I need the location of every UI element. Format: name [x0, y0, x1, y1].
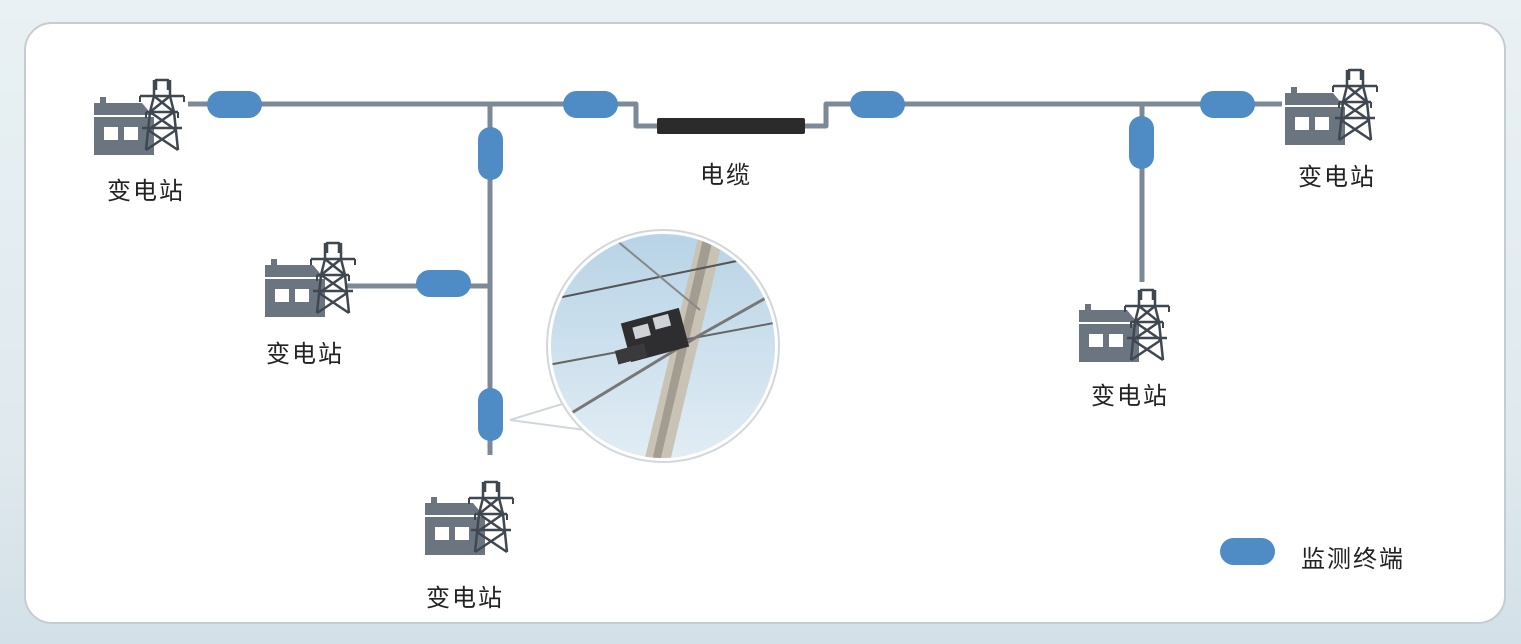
monitoring-terminal-icon: [478, 127, 503, 180]
substation-icon: [425, 480, 515, 555]
power-tower-icon: [467, 480, 515, 554]
monitoring-terminal-icon: [416, 270, 471, 297]
monitoring-terminal-icon: [850, 91, 905, 118]
monitoring-terminal-icon: [1200, 91, 1255, 118]
legend-label: 监测终端: [1301, 545, 1405, 573]
monitoring-terminal-icon: [207, 91, 262, 118]
substation-icon: [1079, 288, 1171, 362]
line-right-main: [805, 101, 1282, 129]
substation-label-top-right: 变电站: [1298, 163, 1376, 191]
substation-label-bottom: 变电站: [426, 584, 504, 612]
power-tower-icon: [1123, 288, 1171, 362]
substation-icon: [94, 78, 186, 155]
cable-label: 电缆: [700, 161, 752, 189]
monitoring-terminal-icon: [1129, 116, 1154, 169]
monitoring-terminal-icon: [563, 91, 618, 118]
substation-label-top-left: 变电站: [107, 177, 185, 205]
legend-terminal-icon: [1220, 538, 1275, 565]
power-tower-icon: [1331, 68, 1379, 142]
device-photo: [509, 229, 780, 463]
cable-icon: [657, 118, 805, 134]
power-tower-icon: [309, 241, 357, 315]
substation-icon: [265, 241, 357, 317]
substation-icon: [1285, 68, 1379, 145]
line-left-main: [188, 101, 657, 129]
power-tower-icon: [138, 78, 186, 152]
monitoring-terminal-icon: [478, 388, 503, 441]
substation-label-mid-left: 变电站: [266, 340, 344, 368]
substation-label-right: 变电站: [1091, 382, 1169, 410]
